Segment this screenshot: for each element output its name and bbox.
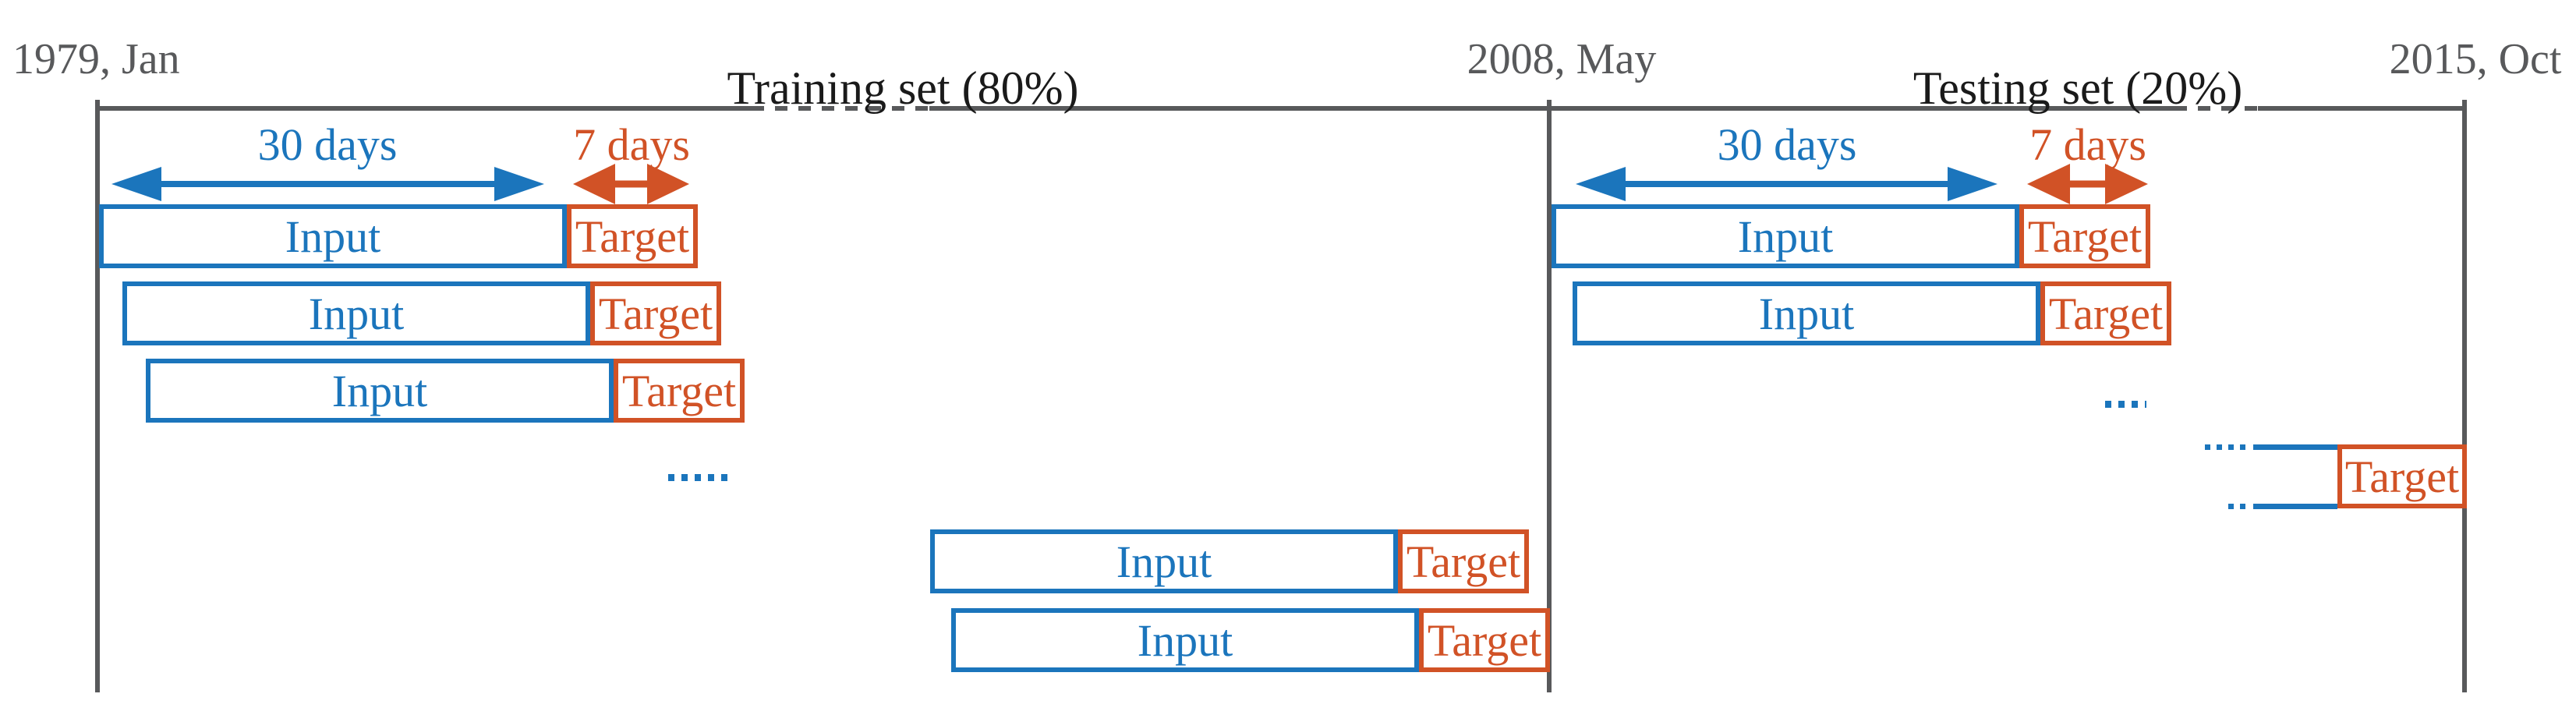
target-box-label: Target — [2344, 451, 2460, 502]
input-box-label: Input — [308, 288, 405, 339]
target-box-label: Target — [621, 365, 737, 416]
input-box: Input — [99, 204, 567, 268]
input-span-arrow-training-icon — [111, 167, 544, 201]
target-box-label: Target — [1406, 536, 1521, 587]
testing-window-2: Input Target — [1573, 281, 2171, 345]
testing-window-1: Input Target — [1552, 204, 2150, 268]
input-box: Input — [146, 359, 614, 423]
target-duration-label-testing: 7 days — [2029, 119, 2146, 170]
truncated-input-top-border — [2253, 444, 2337, 450]
truncated-input-bottom-border — [2253, 504, 2337, 509]
training-window-5: Input Target — [951, 608, 1550, 672]
target-box: Target — [2019, 204, 2150, 268]
target-box: Target — [567, 204, 698, 268]
start-date-label: 1979, Jan — [12, 35, 180, 83]
timeline-segment-middle — [929, 106, 2174, 111]
target-box-label: Target — [2027, 211, 2143, 262]
timeline-dashed-segment-testing — [2174, 106, 2258, 111]
training-continuation-ellipsis-icon — [668, 474, 727, 481]
input-box-label: Input — [285, 211, 381, 262]
input-box: Input — [1573, 281, 2040, 345]
timeline-segment-testing-right — [2258, 106, 2467, 111]
input-duration-label-testing: 30 days — [1717, 119, 1857, 170]
input-box-label: Input — [1116, 536, 1212, 587]
input-box-label: Input — [1758, 288, 1855, 339]
target-span-arrow-testing-icon — [2027, 164, 2148, 204]
training-window-1: Input Target — [99, 204, 698, 268]
training-window-2: Input Target — [122, 281, 721, 345]
input-box: Input — [951, 608, 1419, 672]
target-box: Target — [2040, 281, 2171, 345]
tick-split-date — [1547, 100, 1552, 692]
target-box-label: Target — [2048, 288, 2164, 339]
target-box: Target — [590, 281, 721, 345]
input-box-label: Input — [331, 365, 428, 416]
timeline-dashed-segment-training — [752, 106, 929, 111]
split-date-label: 2008, May — [1467, 35, 1657, 83]
testing-continuation-ellipsis-icon — [2105, 401, 2146, 408]
input-span-arrow-testing-icon — [1576, 167, 1997, 201]
target-box-label: Target — [1427, 614, 1542, 666]
tick-start-date — [95, 100, 100, 692]
target-duration-label-training: 7 days — [573, 119, 690, 170]
truncated-input-bottom-dashes-icon — [2228, 504, 2250, 509]
target-box-label: Target — [598, 288, 713, 339]
testing-set-label: Testing set (20%) — [1913, 62, 2243, 114]
target-span-arrow-training-icon — [573, 164, 689, 204]
input-duration-label-training: 30 days — [257, 119, 398, 170]
training-set-label: Training set (80%) — [727, 62, 1079, 114]
training-window-3: Input Target — [146, 359, 745, 423]
input-box-label: Input — [1137, 614, 1233, 666]
target-box: Target — [2337, 444, 2467, 508]
input-box: Input — [122, 281, 590, 345]
input-box-label: Input — [1737, 211, 1834, 262]
target-box-label: Target — [575, 211, 690, 262]
training-window-4: Input Target — [930, 529, 1529, 593]
timeline-segment-training-left — [97, 106, 752, 111]
truncated-input-top-dashes-icon — [2205, 444, 2250, 450]
end-date-label: 2015, Oct — [2389, 35, 2562, 83]
input-box: Input — [930, 529, 1398, 593]
input-box: Input — [1552, 204, 2019, 268]
target-box: Target — [1419, 608, 1550, 672]
target-box: Target — [614, 359, 745, 423]
tick-end-date — [2462, 100, 2467, 692]
target-box: Target — [1398, 529, 1529, 593]
